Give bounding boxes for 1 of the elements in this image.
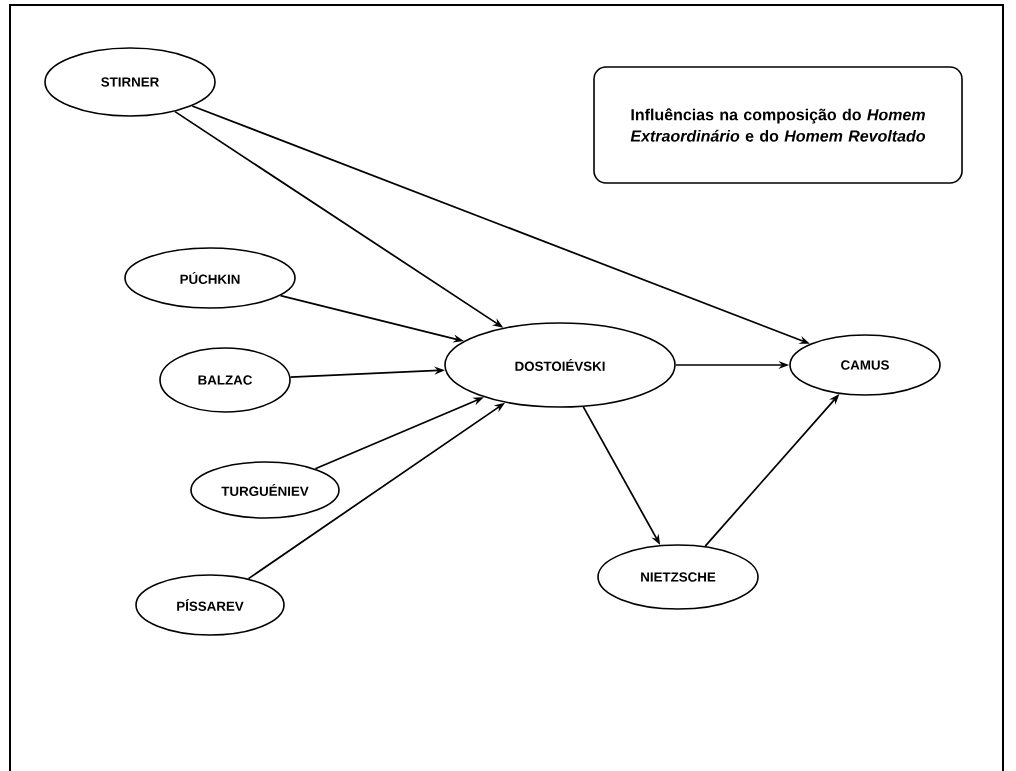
title-box: Influências na composição do Homem Extraordinário e do Homem Revoltado [593,66,963,184]
